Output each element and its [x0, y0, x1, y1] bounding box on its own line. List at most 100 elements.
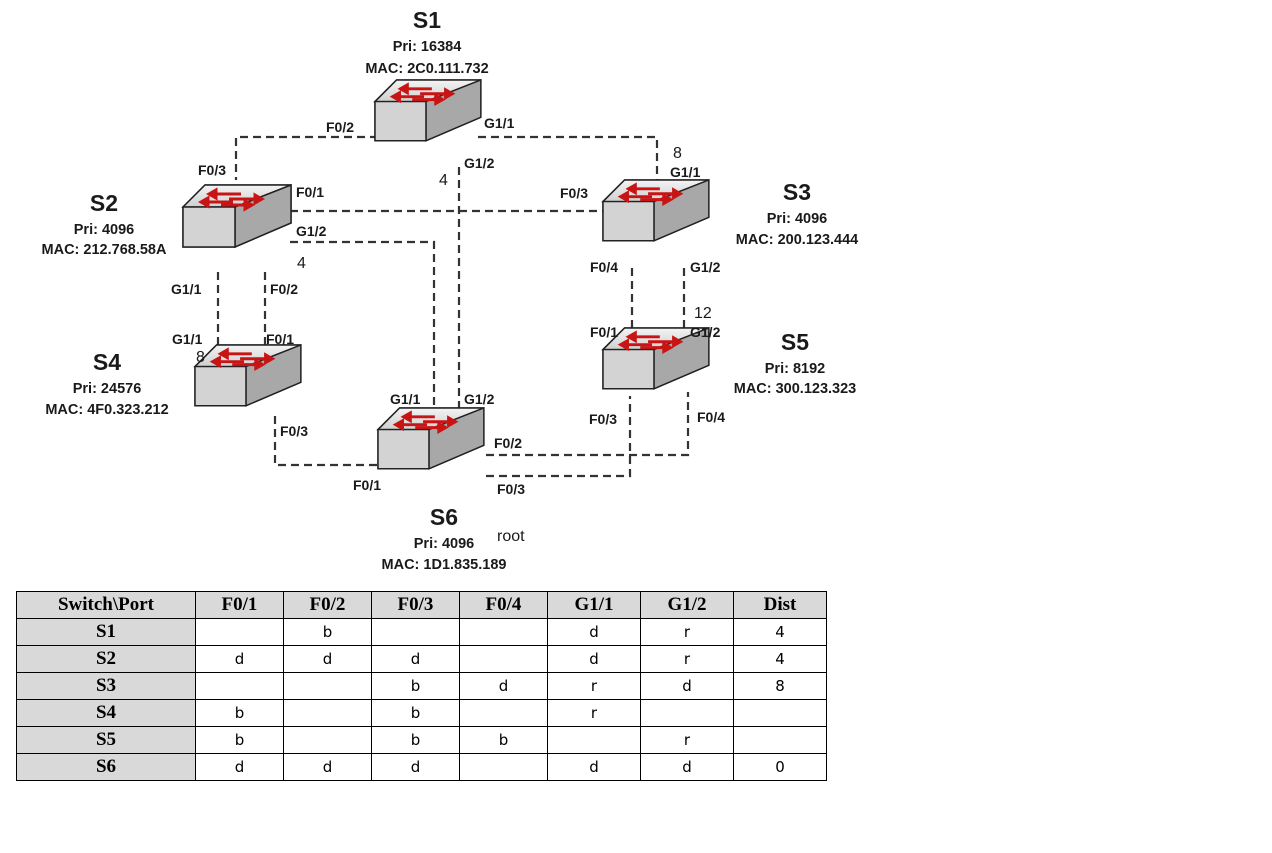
port-role-cell: r [547, 699, 641, 727]
port-role-cell: d [640, 753, 734, 781]
row-switch-label: S5 [16, 726, 196, 754]
s2-priority: Pri: 4096 [74, 222, 134, 238]
column-header: G1/2 [640, 591, 734, 619]
port-role-cell: b [195, 699, 284, 727]
port-role-cell [733, 699, 827, 727]
port-role-cell: d [459, 672, 548, 700]
s4-name: S4 [93, 349, 121, 375]
path-cost-annotation: 12 [694, 305, 712, 322]
port-role-cell [459, 753, 548, 781]
column-header: F0/4 [459, 591, 548, 619]
switch-s6-icon[interactable] [376, 406, 486, 471]
path-cost-annotation: 8 [196, 349, 205, 366]
s6-name: S6 [430, 504, 458, 530]
port-role-cell: d [640, 672, 734, 700]
port-role-cell: 0 [733, 753, 827, 781]
s1-name: S1 [413, 7, 441, 33]
switch-s4-icon[interactable] [193, 343, 303, 408]
port-label: G1/1 [172, 331, 203, 347]
s5-name: S5 [781, 329, 809, 355]
row-switch-label: S3 [16, 672, 196, 700]
port-role-cell: b [371, 699, 460, 727]
port-role-cell [640, 699, 734, 727]
port-role-cell [283, 672, 372, 700]
port-role-cell [283, 726, 372, 754]
port-label: F0/1 [296, 184, 324, 200]
port-role-cell: b [459, 726, 548, 754]
port-label: F0/1 [590, 324, 618, 340]
port-role-cell: d [547, 753, 641, 781]
port-role-cell: d [283, 753, 372, 781]
column-header: Switch\Port [16, 591, 196, 619]
port-role-cell [195, 672, 284, 700]
port-role-cell: b [195, 726, 284, 754]
port-label: G1/2 [296, 223, 327, 239]
network-topology-diagram: S1 Pri: 16384 MAC: 2C0.111.732 S2 Pri: 4… [42, 7, 859, 573]
row-switch-label: S6 [16, 753, 196, 781]
port-role-cell: d [371, 645, 460, 673]
port-label: F0/4 [590, 259, 618, 275]
port-label: F0/3 [560, 185, 588, 201]
port-role-cell: r [640, 645, 734, 673]
switch-s1-icon[interactable] [373, 78, 483, 143]
port-role-cell: d [283, 645, 372, 673]
port-role-cell: b [371, 672, 460, 700]
s2-name: S2 [90, 190, 118, 216]
port-role-cell [459, 618, 548, 646]
row-switch-label: S1 [16, 618, 196, 646]
port-role-cell [371, 618, 460, 646]
port-role-cell: 4 [733, 645, 827, 673]
switch-s2-icon[interactable] [181, 183, 293, 249]
port-role-cell: d [371, 753, 460, 781]
port-role-cell [283, 699, 372, 727]
port-label: F0/3 [198, 162, 226, 178]
port-label: G1/2 [690, 324, 721, 340]
s3-name: S3 [783, 179, 811, 205]
port-label: F0/1 [353, 477, 381, 493]
s1-priority: Pri: 16384 [393, 39, 462, 55]
port-role-cell [547, 726, 641, 754]
port-role-cell: d [547, 645, 641, 673]
port-label: F0/3 [589, 411, 617, 427]
s6-mac: MAC: 1D1.835.189 [382, 557, 507, 573]
s4-priority: Pri: 24576 [73, 381, 142, 397]
network-links [216, 135, 690, 478]
table-header-row: Switch\Port F0/1 F0/2 F0/3 F0/4 G1/1 G1/… [16, 591, 827, 619]
port-label: F0/2 [494, 435, 522, 451]
port-label: F0/1 [266, 331, 294, 347]
path-cost-annotation: 4 [439, 172, 448, 189]
switch-s3-icon[interactable] [601, 178, 711, 243]
port-label: G1/2 [464, 155, 495, 171]
column-header: F0/3 [371, 591, 460, 619]
path-cost-annotation: 4 [297, 255, 306, 272]
s5-priority: Pri: 8192 [765, 361, 825, 377]
column-header: G1/1 [547, 591, 641, 619]
port-label: G1/2 [464, 391, 495, 407]
port-role-cell: d [547, 618, 641, 646]
port-label: F0/3 [497, 481, 525, 497]
port-label: G1/1 [670, 164, 701, 180]
port-role-cell [459, 699, 548, 727]
port-label: F0/2 [270, 281, 298, 297]
port-role-cell: b [371, 726, 460, 754]
s5-mac: MAC: 300.123.323 [734, 381, 857, 397]
port-role-cell: r [640, 618, 734, 646]
port-label: G1/1 [171, 281, 202, 297]
port-role-cell: 4 [733, 618, 827, 646]
port-role-cell [195, 618, 284, 646]
column-header: Dist [733, 591, 827, 619]
port-label: G1/1 [390, 391, 421, 407]
port-role-cell [459, 645, 548, 673]
port-label: F0/4 [697, 409, 725, 425]
port-role-cell: r [547, 672, 641, 700]
s6-priority: Pri: 4096 [414, 536, 474, 552]
s1-mac: MAC: 2C0.111.732 [365, 61, 488, 77]
port-role-cell: 8 [733, 672, 827, 700]
port-label: G1/1 [484, 115, 515, 131]
